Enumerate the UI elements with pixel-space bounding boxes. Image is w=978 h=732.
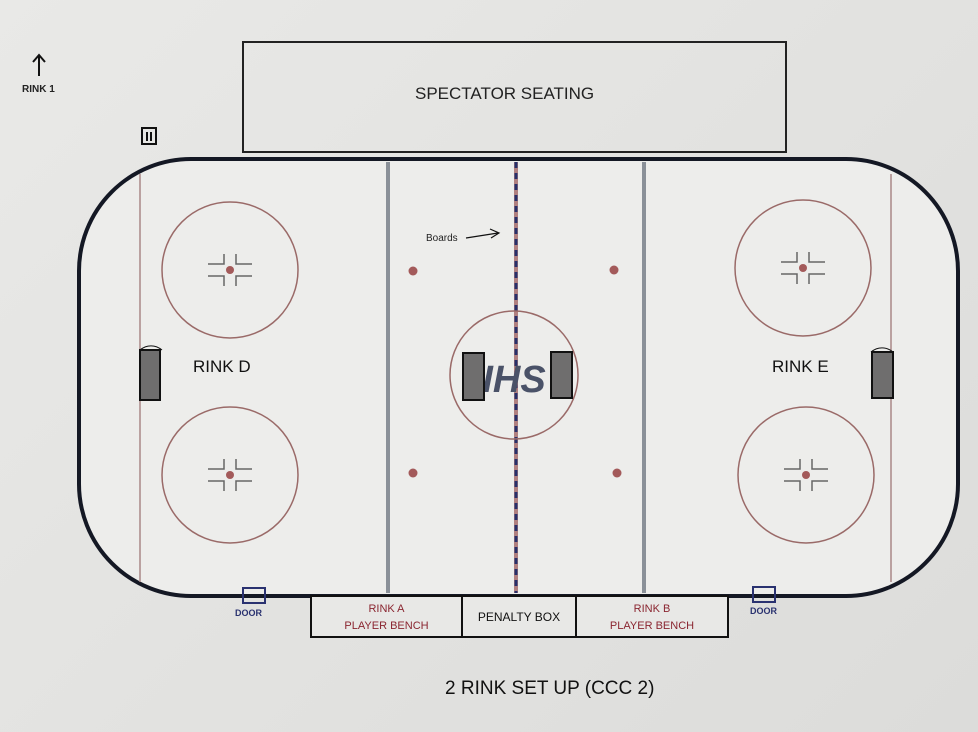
faceoff-dots [226,264,810,479]
trash-icon [141,127,157,145]
faceoff-circles [161,199,875,544]
rink-a-bench-label: RINK A PLAYER BENCH [311,601,462,635]
door-right-label: DOOR [750,606,777,616]
bench-a-line2: PLAYER BENCH [344,620,429,632]
bench-a-line1: RINK A [368,603,405,615]
portable-nets [139,349,894,401]
boards-label: Boards [426,233,458,244]
penalty-box-label: PENALTY BOX [477,610,561,624]
rink-e-label: RINK E [772,357,829,376]
rink-1-label: RINK 1 [22,84,55,95]
bench-boxes [310,595,729,638]
boards-arrow [465,232,499,239]
rink-d-label: RINK D [193,357,251,376]
north-arrow-icon [32,53,46,76]
spectator-seating-box [242,41,787,153]
diagram-title: 2 RINK SET UP (CCC 2) [445,678,655,699]
bench-b-line1: RINK B [633,603,671,615]
spectator-seating-label: SPECTATOR SEATING [415,84,595,103]
center-logo: IHS [482,359,545,401]
door-left [242,587,266,604]
rink-b-bench-label: RINK B PLAYER BENCH [576,601,728,635]
bench-b-line2: PLAYER BENCH [609,620,695,632]
door-right [752,586,776,603]
hash-marks [208,252,828,491]
door-left-label: DOOR [235,608,262,618]
goal-creases [139,345,894,353]
